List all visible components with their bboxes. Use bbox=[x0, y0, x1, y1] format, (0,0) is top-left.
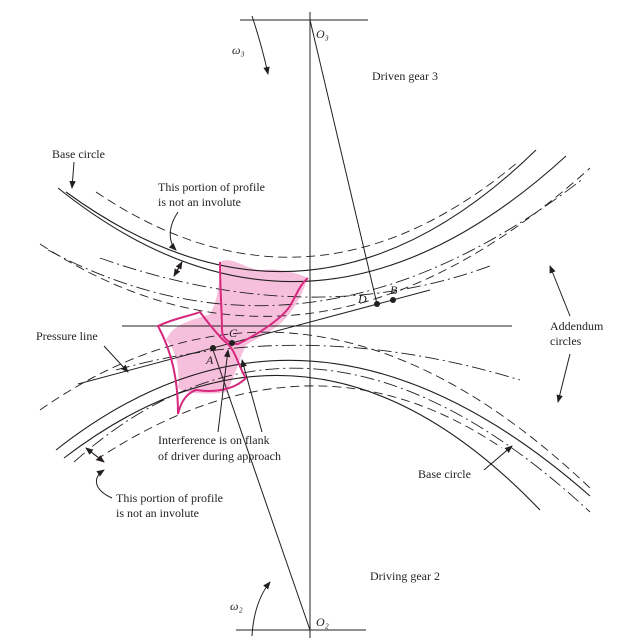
interference-leader-b bbox=[240, 359, 263, 433]
point-c-dot bbox=[229, 340, 235, 346]
omega3-label: ω₃ bbox=[232, 43, 245, 57]
portion-bottom-dim-b bbox=[85, 447, 105, 463]
point-d-dot bbox=[374, 301, 380, 307]
gear2-pitch-circle bbox=[115, 344, 521, 381]
o2-label: O₂ bbox=[316, 615, 329, 629]
interference-region bbox=[166, 260, 308, 394]
gear2-outer-circle bbox=[55, 359, 591, 497]
driver-tooth-outline bbox=[156, 310, 248, 415]
portion-top-leader bbox=[168, 211, 179, 251]
pressure-line-label: Pressure line bbox=[36, 329, 98, 343]
portion-top-dim-b bbox=[173, 261, 183, 277]
o3-label: O₃ bbox=[316, 27, 329, 41]
addendum-leader-lower bbox=[556, 353, 571, 403]
interference-label-line2: of driver during approach bbox=[158, 449, 281, 463]
addendum-label-line1: Addendum bbox=[550, 319, 604, 333]
portion-bottom-leader bbox=[96, 469, 113, 499]
omega2-label: ω₂ bbox=[230, 599, 243, 613]
gear3-outer-dashed-circle bbox=[39, 167, 591, 317]
portion-top-label-line2: is not an involute bbox=[158, 195, 241, 209]
portion-bottom-label-line1: This portion of profile bbox=[116, 491, 223, 505]
portion-top-label-line1: This portion of profile bbox=[158, 180, 265, 194]
gear3-pitch-circle bbox=[99, 257, 491, 298]
gear2-base-circle bbox=[63, 374, 541, 511]
driving-gear-label: Driving gear 2 bbox=[370, 569, 440, 583]
driven-tooth-outline bbox=[219, 261, 309, 346]
point-b-label: B bbox=[390, 283, 398, 297]
omega3-rotation-arrow bbox=[251, 15, 270, 75]
radius-line-o2-a bbox=[211, 346, 311, 631]
base-circle-top-label: Base circle bbox=[52, 147, 105, 161]
radius-line-o3-d bbox=[309, 19, 378, 305]
point-c-label: C bbox=[229, 326, 238, 340]
interference-label-line1: Interference is on flank bbox=[158, 433, 270, 447]
pressure-line bbox=[77, 289, 431, 385]
omega2-rotation-arrow bbox=[251, 581, 271, 637]
driven-gear-label: Driven gear 3 bbox=[372, 69, 438, 83]
base-circle-bottom-leader bbox=[483, 445, 513, 471]
base-circle-top-leader bbox=[69, 161, 76, 189]
gear3-dashed-circle bbox=[95, 161, 519, 258]
addendum-leader-upper bbox=[549, 265, 571, 317]
gear2-root-circle bbox=[95, 385, 503, 461]
addendum-label-line2: circles bbox=[550, 334, 582, 348]
portion-bottom-label-line2: is not an involute bbox=[116, 506, 199, 520]
point-a-dot bbox=[210, 345, 216, 351]
base-circle-bottom-label: Base circle bbox=[418, 467, 471, 481]
gear3-base-circle bbox=[57, 155, 567, 283]
interference-leader-a bbox=[217, 349, 231, 433]
point-b-dot bbox=[390, 297, 396, 303]
point-a-label: A bbox=[205, 353, 214, 367]
point-d-label: D bbox=[357, 292, 367, 306]
pressure-line-leader bbox=[103, 345, 129, 373]
gear3-addendum-circle bbox=[47, 177, 585, 307]
gear3-root-circle bbox=[65, 149, 537, 273]
gear2-addendum-circle-a bbox=[39, 331, 591, 489]
